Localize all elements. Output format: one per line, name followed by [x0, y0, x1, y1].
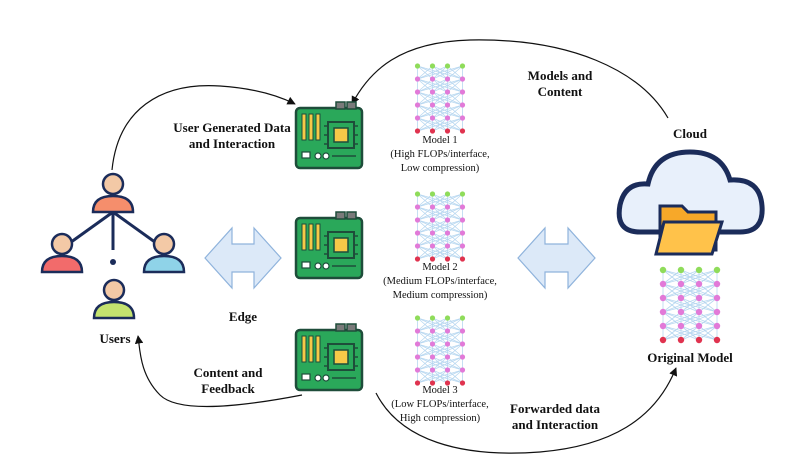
- neural-net-icon-model-2: [414, 191, 466, 262]
- double-arrow-right: [517, 226, 596, 290]
- content-feedback-label-line1: Content and: [194, 365, 264, 380]
- model-3-line2: High compression): [400, 413, 481, 424]
- model-2-title: Model 2: [422, 262, 457, 273]
- edge-device-icon-3: [294, 322, 364, 392]
- model-2-line2: Medium compression): [393, 290, 488, 301]
- neural-net-icon-model-3: [414, 315, 466, 386]
- cloud-icon: [616, 149, 765, 256]
- users-group-icon: [40, 172, 186, 320]
- model-2-line1: (Medium FLOPs/interface,: [383, 276, 497, 287]
- forwarded-label-line1: Forwarded data: [510, 401, 600, 416]
- double-arrow-left: [204, 226, 282, 290]
- arrow-user-to-edge: [111, 85, 296, 171]
- user-generated-label-line1: User Generated Data: [173, 120, 291, 135]
- model-1-title: Model 1: [422, 135, 457, 146]
- edge-device-icon-2: [294, 210, 364, 280]
- edge-device-icon-1: [294, 100, 364, 170]
- cloud-label: Cloud: [673, 126, 708, 141]
- model-1-line2: Low compression): [401, 163, 480, 174]
- users-label: Users: [99, 331, 130, 346]
- content-feedback-label-line2: Feedback: [201, 381, 255, 396]
- neural-net-icon-original: [659, 266, 721, 344]
- model-3-line1: (Low FLOPs/interface,: [391, 399, 488, 410]
- neural-net-icon-model-1: [414, 63, 466, 134]
- arrow-edge-to-users: [134, 335, 303, 408]
- models-content-label-line1: Models and: [528, 68, 593, 83]
- user-generated-label-line2: and Interaction: [189, 136, 276, 151]
- edge-label: Edge: [229, 309, 257, 324]
- models-content-label-line2: Content: [538, 84, 583, 99]
- original-model-label: Original Model: [647, 350, 733, 365]
- arrow-edge-to-cloud: [375, 367, 678, 454]
- model-1-line1: (High FLOPs/interface,: [390, 149, 489, 160]
- forwarded-label-line2: and Interaction: [512, 417, 599, 432]
- model-3-title: Model 3: [422, 385, 457, 396]
- arrow-cloud-to-edge: [351, 39, 669, 119]
